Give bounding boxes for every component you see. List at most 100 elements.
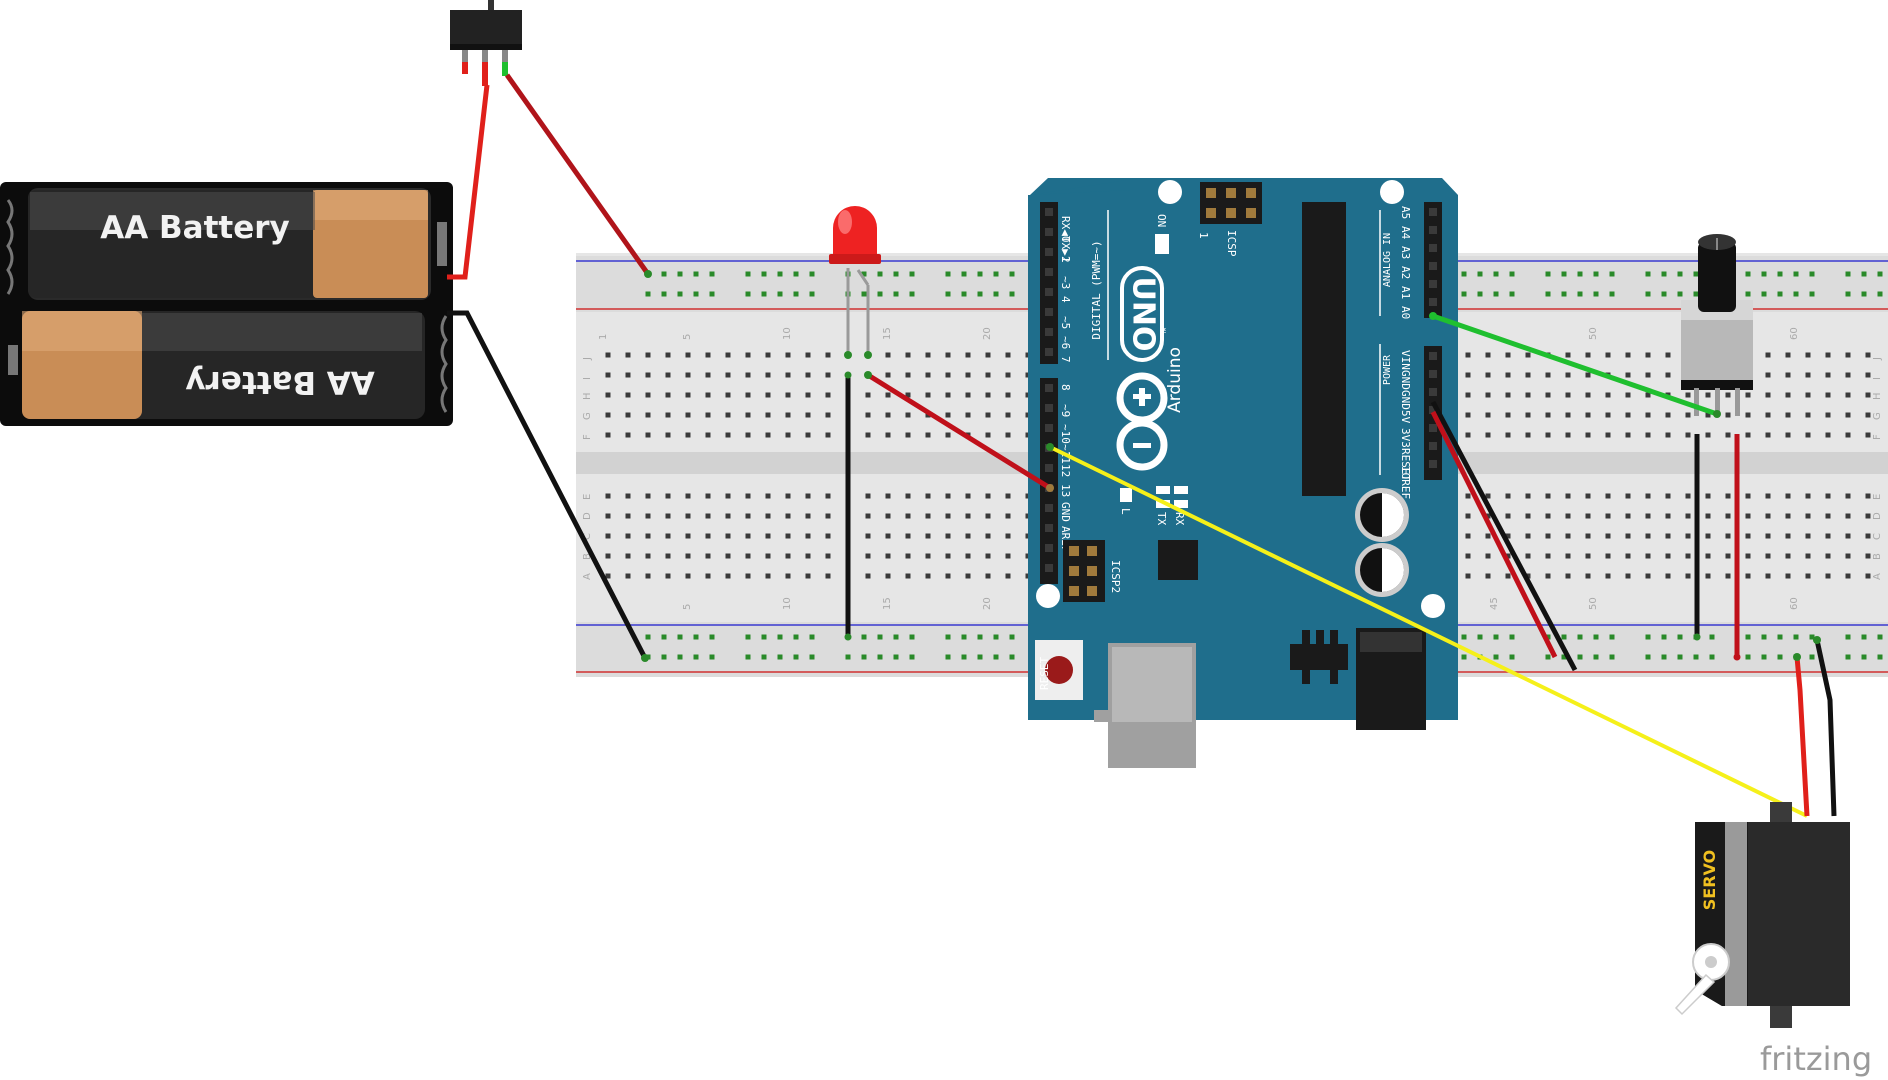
breadboard-hole bbox=[877, 291, 883, 297]
breadboard-hole bbox=[965, 493, 971, 499]
on-label: ON bbox=[1155, 214, 1168, 227]
breadboard-hole bbox=[785, 553, 791, 559]
breadboard-hole bbox=[865, 432, 871, 438]
breadboard-hole bbox=[1005, 533, 1011, 539]
breadboard-hole bbox=[1585, 533, 1591, 539]
breadboard-hole bbox=[993, 654, 999, 660]
breadboard-hole bbox=[1725, 513, 1731, 519]
breadboard-hole bbox=[1765, 352, 1771, 358]
breadboard-hole bbox=[1525, 412, 1531, 418]
breadboard-hole bbox=[1565, 412, 1571, 418]
breadboard-hole bbox=[1785, 372, 1791, 378]
breadboard-hole bbox=[765, 553, 771, 559]
pot-knob[interactable] bbox=[1698, 242, 1736, 312]
breadboard-hole bbox=[765, 573, 771, 579]
breadboard-hole bbox=[1585, 513, 1591, 519]
breadboard-hole bbox=[1605, 392, 1611, 398]
servo-motor[interactable]: SERVO bbox=[1674, 802, 1850, 1028]
potentiometer[interactable] bbox=[1681, 234, 1753, 416]
led-to-pin13-wire[interactable] bbox=[866, 372, 1052, 491]
breadboard-hole bbox=[1805, 412, 1811, 418]
breadboard-hole bbox=[1009, 271, 1015, 277]
breadboard-hole bbox=[1725, 573, 1731, 579]
breadboard-hole bbox=[809, 634, 815, 640]
breadboard-hole bbox=[909, 654, 915, 660]
reset-button[interactable] bbox=[1035, 640, 1083, 700]
col-number: 5 bbox=[682, 604, 693, 610]
breadboard-hole bbox=[1465, 533, 1471, 539]
breadboard-hole bbox=[1825, 553, 1831, 559]
battery-negative-wire[interactable] bbox=[447, 310, 648, 660]
breadboard-hole bbox=[905, 412, 911, 418]
switch-to-rail-wire[interactable] bbox=[504, 73, 651, 276]
breadboard-hole bbox=[1685, 533, 1691, 539]
breadboard-hole bbox=[605, 372, 611, 378]
breadboard-hole bbox=[1645, 352, 1651, 358]
servo-power-wire[interactable] bbox=[1794, 656, 1810, 817]
breadboard-hole bbox=[709, 634, 715, 640]
breadboard-hole bbox=[1593, 271, 1599, 277]
breadboard-hole bbox=[1785, 573, 1791, 579]
breadboard-hole bbox=[861, 634, 867, 640]
breadboard-hole bbox=[1493, 654, 1499, 660]
breadboard-hole bbox=[1485, 412, 1491, 418]
breadboard-hole bbox=[665, 372, 671, 378]
servo-ground-wire[interactable] bbox=[1814, 639, 1837, 817]
breadboard-hole bbox=[1505, 432, 1511, 438]
row-letter: D bbox=[582, 512, 593, 520]
row-letter: A bbox=[1872, 573, 1883, 580]
breadboard-hole bbox=[805, 573, 811, 579]
breadboard-hole bbox=[1865, 553, 1871, 559]
battery-pack[interactable]: AA Battery AA Battery bbox=[0, 182, 453, 426]
pin-label: ~5 bbox=[1059, 316, 1072, 329]
breadboard-hole bbox=[985, 392, 991, 398]
breadboard-hole bbox=[893, 291, 899, 297]
breadboard-hole bbox=[985, 412, 991, 418]
gnd-to-rail-wire[interactable] bbox=[1430, 400, 1578, 672]
row-letter: I bbox=[582, 377, 593, 380]
breadboard-hole bbox=[1725, 493, 1731, 499]
breadboard-hole bbox=[825, 533, 831, 539]
breadboard-hole bbox=[745, 533, 751, 539]
breadboard-hole bbox=[1465, 513, 1471, 519]
slide-switch[interactable] bbox=[450, 0, 522, 86]
arduino-uno-board[interactable]: RX◀0 TX▶1 2 ~3 4 ~5 ~6 7 8 ~9 ~10 ~11 12… bbox=[1028, 178, 1458, 768]
breadboard-hole bbox=[685, 372, 691, 378]
breadboard-hole bbox=[1461, 291, 1467, 297]
power-label: POWER bbox=[1382, 354, 1393, 385]
col-number: 10 bbox=[782, 327, 793, 340]
breadboard-hole bbox=[1705, 392, 1711, 398]
breadboard-hole bbox=[865, 573, 871, 579]
pin11-to-servo-signal-wire[interactable] bbox=[1049, 445, 1808, 818]
row-letter: J bbox=[1872, 357, 1883, 361]
pin-label: 12 bbox=[1059, 464, 1072, 477]
breadboard-hole bbox=[977, 291, 983, 297]
red-led[interactable] bbox=[829, 206, 881, 359]
breadboard-hole bbox=[709, 291, 715, 297]
breadboard-hole bbox=[805, 412, 811, 418]
digital-label: DIGITAL (PWM=~) bbox=[1090, 240, 1103, 339]
breadboard-hole bbox=[1677, 634, 1683, 640]
header-pin bbox=[1045, 228, 1053, 236]
breadboard-hole bbox=[705, 432, 711, 438]
breadboard-hole bbox=[1593, 654, 1599, 660]
breadboard-hole bbox=[1705, 513, 1711, 519]
breadboard-hole bbox=[1461, 271, 1467, 277]
breadboard-hole bbox=[1005, 412, 1011, 418]
breadboard-hole bbox=[625, 392, 631, 398]
breadboard-hole bbox=[805, 553, 811, 559]
breadboard-hole bbox=[685, 432, 691, 438]
arduino-infinity-icon bbox=[1116, 372, 1168, 471]
breadboard-hole bbox=[945, 573, 951, 579]
breadboard-hole bbox=[625, 372, 631, 378]
icsp-pin1-label: 1 bbox=[1197, 232, 1210, 239]
5v-to-rail-wire[interactable] bbox=[1430, 410, 1558, 659]
breadboard-hole bbox=[905, 392, 911, 398]
icsp2-label: ICSP2 bbox=[1109, 560, 1122, 593]
battery-positive-wire[interactable] bbox=[447, 84, 490, 280]
breadboard-hole bbox=[793, 291, 799, 297]
a0-to-pot-wire[interactable] bbox=[1432, 313, 1718, 417]
l-label: L bbox=[1119, 508, 1132, 515]
breadboard-hole bbox=[825, 412, 831, 418]
